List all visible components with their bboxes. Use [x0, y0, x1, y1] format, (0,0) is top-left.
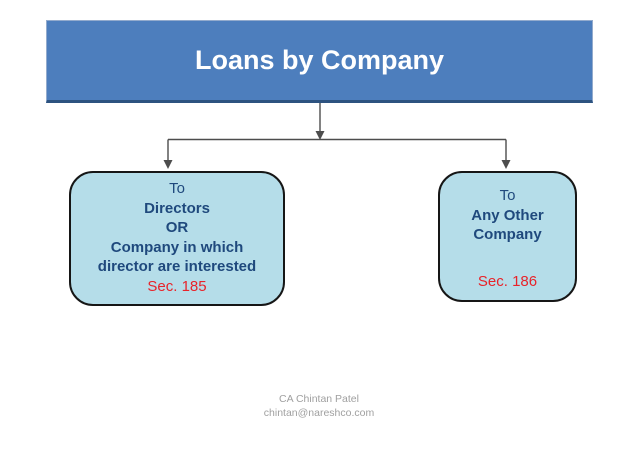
page-title: Loans by Company [194, 45, 445, 75]
arrow-down-icon [501, 160, 511, 169]
node-line: Company [473, 226, 542, 243]
section-label: Sec. 186 [477, 272, 538, 290]
footer-author: CA Chintan Patel [279, 393, 359, 405]
section-label: Sec. 185 [147, 277, 207, 295]
node-loans-to-any-other-company: To Any Other Company Sec. 186 [438, 171, 577, 302]
node-line: Any Other [471, 206, 544, 224]
arrow-down-icon [315, 131, 325, 140]
node-line: To [169, 180, 185, 197]
arrow-down-icon [163, 160, 173, 169]
node-line: Company in which [110, 238, 244, 256]
node-line: Directors [144, 199, 210, 217]
node-line: To [499, 187, 516, 204]
footer-credit: CA Chintan Patel chintan@nareshco.com [0, 393, 638, 420]
title-banner: Loans by Company [46, 20, 593, 103]
footer-email: chintan@nareshco.com [263, 406, 375, 419]
node-loans-to-directors: To Directors OR Company in which directo… [69, 171, 285, 306]
node-line: director are interested [97, 258, 257, 275]
node-line: OR [165, 219, 189, 236]
node-blank-line [440, 245, 575, 272]
